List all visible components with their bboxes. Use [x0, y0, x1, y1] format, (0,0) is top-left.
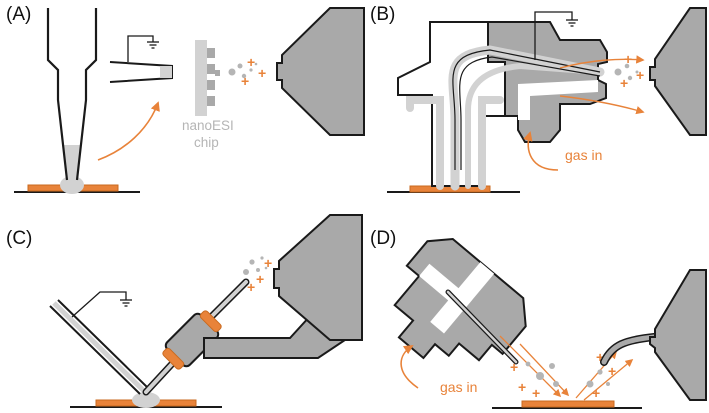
panel-d-sample-pad — [521, 400, 615, 408]
panel-b-capillary-outline-inner — [459, 56, 601, 170]
panel-c-probe — [49, 299, 149, 395]
panel-b-spray — [614, 63, 639, 81]
panel-b-electrode-wire — [534, 11, 573, 60]
panel-a-nanoesi-chip — [195, 40, 220, 116]
svg-text:+: + — [636, 67, 644, 83]
panel-d-spray-arrow-2 — [519, 343, 570, 397]
svg-text:+: + — [264, 255, 272, 271]
panel-d-droplets — [525, 361, 610, 388]
svg-text:+: + — [518, 379, 526, 395]
panel-c-electrode-wire — [71, 291, 127, 318]
svg-text:+: + — [596, 349, 604, 365]
panel-c: (C) — [6, 214, 363, 408]
panel-d-gas-in-arrow — [400, 344, 419, 389]
ground-symbol-icon — [566, 19, 578, 27]
panel-d-label: (D) — [370, 228, 396, 249]
svg-text:+: + — [241, 73, 249, 89]
panel-a-mass-spec-inlet — [276, 7, 365, 136]
svg-text:+: + — [608, 363, 616, 379]
ground-symbol-icon — [147, 41, 159, 49]
panel-d-plume-arrow-2 — [583, 359, 634, 401]
panel-d-gas-label: gas in — [440, 379, 477, 395]
panel-c-label: (C) — [6, 228, 32, 249]
panel-d: (D) gas in — [370, 228, 707, 409]
svg-text:+: + — [258, 65, 266, 81]
panel-d-spray-arrow-1 — [499, 335, 562, 398]
panel-c-coupling — [162, 310, 222, 370]
svg-text:+: + — [256, 271, 264, 287]
panel-b-label: (B) — [370, 4, 395, 25]
ground-symbol-icon — [120, 299, 132, 307]
panel-b-flow-arrow-top — [559, 55, 645, 69]
panel-b-gas-channel — [518, 80, 598, 120]
panel-c-sample-droplet — [132, 392, 160, 408]
panel-b-flow-arrow-bottom — [559, 95, 645, 115]
svg-text:+: + — [510, 359, 518, 375]
panel-c-spray — [243, 256, 268, 275]
svg-text:+: + — [532, 385, 540, 401]
plus-ion-icon: + + + — [241, 54, 266, 89]
panel-d-mass-spec-inlet — [649, 269, 707, 401]
plus-ion-icon: + + + — [620, 51, 644, 91]
panel-a-capillary-liquid — [63, 145, 81, 180]
svg-text:+: + — [592, 385, 600, 401]
panel-b-mass-spec-inlet — [649, 7, 707, 136]
panel-a-chip-label-line1: nanoESI — [182, 118, 234, 133]
panel-c-mass-spec-inlet — [273, 214, 363, 341]
svg-text:+: + — [624, 51, 632, 67]
panel-c-probe-core — [52, 301, 146, 393]
panel-b: (B) gas in — [370, 4, 707, 193]
panel-a-chip-label-line2: chip — [194, 135, 219, 150]
panel-a-transfer-arrow — [97, 101, 160, 161]
svg-text:+: + — [247, 279, 255, 295]
panel-a-electrode-wire — [127, 35, 154, 62]
panel-a-tip-liquid — [160, 66, 172, 78]
plus-ion-icon: + + + — [247, 255, 272, 295]
panel-a: (A) nanoESI ch — [6, 4, 365, 194]
panel-b-gas-label: gas in — [565, 147, 602, 163]
panel-b-capillary-outline — [452, 49, 601, 170]
svg-text:+: + — [247, 54, 255, 70]
panel-a-capillary — [46, 8, 98, 181]
plus-ion-icon: + + + + + + — [510, 349, 616, 401]
panel-a-spray — [228, 62, 258, 79]
panel-b-gas-in-arrow — [523, 131, 559, 171]
panel-a-sample-droplet — [60, 176, 84, 194]
panel-a-label: (A) — [6, 4, 31, 25]
svg-text:+: + — [620, 75, 628, 91]
